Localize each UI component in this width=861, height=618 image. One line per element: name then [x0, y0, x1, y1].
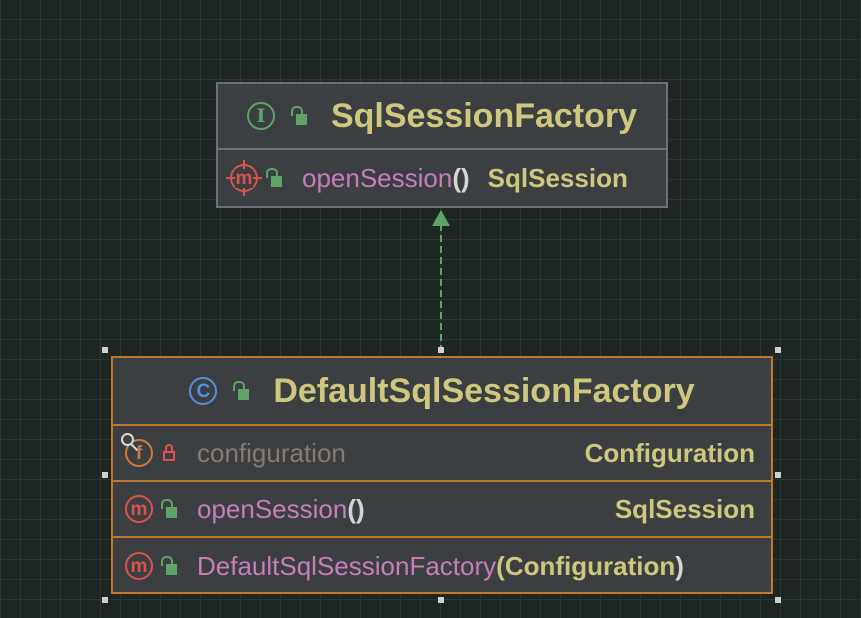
field-name: configuration [197, 437, 346, 468]
interface-method-row[interactable]: m openSession() SqlSession [218, 150, 666, 206]
resize-handle-bottom-right[interactable] [775, 597, 781, 603]
field-type: Configuration [584, 437, 755, 468]
field-icon: f [121, 433, 153, 467]
class-header: C DefaultSqlSessionFactory [113, 358, 771, 426]
arrowhead-icon [432, 210, 450, 226]
method-icon: m [125, 495, 153, 523]
class-icon: C [189, 377, 218, 405]
unlocked-icon [290, 104, 309, 128]
interface-icon: I [246, 102, 275, 130]
method-params: () [452, 162, 470, 193]
method-icon: m [125, 552, 153, 580]
field-row[interactable]: f configuration Configuration [113, 426, 771, 482]
method-params: () [347, 493, 365, 524]
interface-title: SqlSessionFactory [330, 96, 638, 135]
constructor-name: DefaultSqlSessionFactory [197, 550, 497, 581]
interface-node-sqlsessionfactory[interactable]: I SqlSessionFactory m openSession() SqlS… [216, 82, 668, 208]
method-name: openSession [302, 162, 453, 193]
resize-handle-top-left[interactable] [102, 347, 108, 353]
resize-handle-left[interactable] [102, 472, 108, 478]
constructor-param-type: Configuration [504, 550, 676, 581]
method-return-type: SqlSession [487, 162, 628, 193]
constructor-row[interactable]: m DefaultSqlSessionFactory(Configuration… [113, 538, 771, 594]
unlocked-icon [233, 379, 251, 403]
resize-handle-right[interactable] [775, 472, 781, 478]
unlocked-icon [161, 497, 179, 521]
class-node-defaultsqlsessionfactory[interactable]: C DefaultSqlSessionFactory f configurati… [111, 356, 773, 594]
resize-handle-top[interactable] [438, 347, 444, 353]
constructor-close-paren: ) [675, 550, 684, 581]
method-icon: m [226, 160, 262, 196]
method-name: openSession [197, 493, 348, 524]
key-icon [121, 433, 134, 446]
class-title: DefaultSqlSessionFactory [273, 371, 695, 410]
unlocked-icon [266, 166, 284, 190]
method-row-opensession[interactable]: m openSession() SqlSession [113, 482, 771, 538]
method-return-type: SqlSession [614, 493, 755, 524]
resize-handle-top-right[interactable] [775, 347, 781, 353]
lock-icon [161, 441, 179, 465]
resize-handle-bottom-left[interactable] [102, 597, 108, 603]
resize-handle-bottom[interactable] [438, 597, 444, 603]
unlocked-icon [161, 554, 179, 578]
interface-header: I SqlSessionFactory [218, 84, 666, 150]
constructor-open-paren: ( [496, 550, 505, 581]
